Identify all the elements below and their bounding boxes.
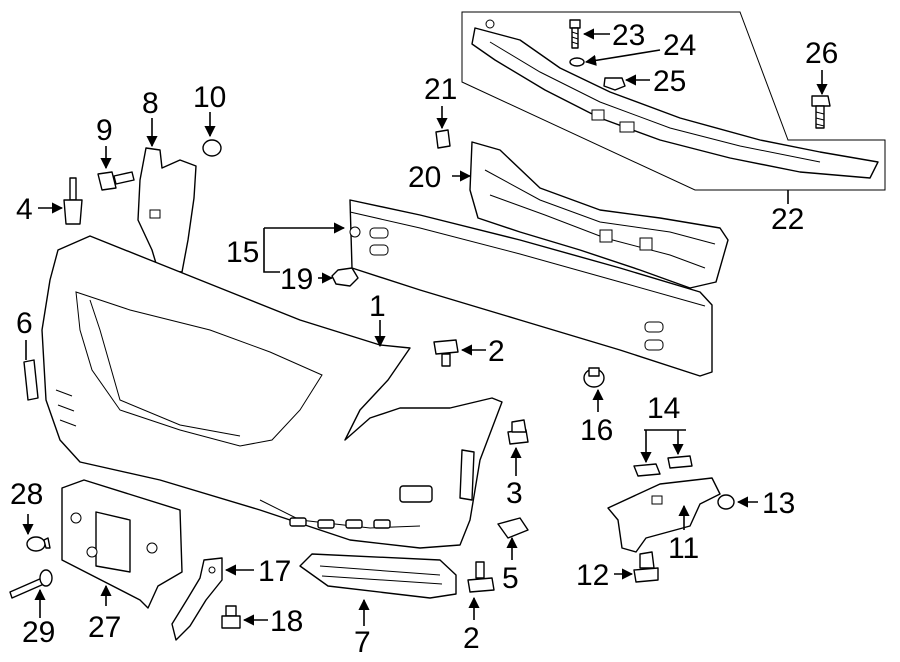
retainer-part-5 [497,517,529,539]
callout-29: 29 [22,616,55,649]
leader-15 [263,228,280,273]
bolt-part-23 [569,19,581,49]
callout-25: 25 [653,65,686,98]
impact-bar-part [349,199,713,377]
callout-11: 11 [668,532,699,565]
nut-part-10 [202,139,222,157]
callout-4: 4 [16,193,33,226]
clip-part-2-upper [433,339,459,367]
bolt-part-18 [221,605,241,629]
license-bracket-part [61,479,183,609]
screw-part-28 [26,536,51,552]
clip-part-13 [717,494,735,510]
callout-10: 10 [193,81,226,114]
callout-21: 21 [424,73,457,106]
callout-27: 27 [88,611,121,644]
bracket-part-6 [23,359,39,401]
grille-part-7 [299,553,457,599]
energy-absorber-part [469,141,729,289]
callout-20: 20 [408,161,441,194]
nut-part-19 [331,267,359,287]
callout-12: 12 [576,559,609,592]
callout-2a: 2 [488,335,505,368]
reinforcement-group-outline [461,11,886,191]
push-pin-part-4 [63,177,83,225]
callout-15: 15 [226,236,259,269]
callout-7: 7 [354,626,371,659]
nut-part-25 [603,77,626,91]
callout-26: 26 [805,37,838,70]
callout-17: 17 [258,555,291,588]
callout-16: 16 [580,414,613,447]
upper-reinforcement-part [471,19,879,179]
rivet-part-29 [9,569,53,599]
callout-24: 24 [663,29,696,62]
bumper-cover-part [41,235,503,549]
push-pin-part-3 [507,419,529,445]
callout-18: 18 [270,605,303,638]
bracket-part-11 [607,477,721,553]
callout-2b: 2 [463,622,480,655]
callout-1: 1 [369,290,386,323]
bracket-part-8 [137,147,197,273]
callout-3: 3 [506,477,523,510]
bolt-part-9 [97,171,135,191]
callout-28: 28 [10,478,43,511]
callout-19: 19 [280,263,313,296]
bolt-part-16 [583,367,605,388]
callout-8: 8 [142,87,159,120]
callout-5: 5 [502,562,519,595]
clip-part-21 [435,129,451,149]
bolt-part-26 [811,95,831,129]
clip-part-14a [633,463,661,477]
clip-part-14b [667,455,693,469]
callout-13: 13 [762,487,795,520]
callout-9: 9 [96,114,113,147]
leader-24 [584,49,661,66]
push-pin-part-12 [633,551,659,583]
callout-14: 14 [647,392,680,425]
washer-part-24 [569,57,585,67]
callout-22: 22 [771,203,804,236]
bracket-part-17 [171,557,223,641]
clip-part-2-lower [467,561,495,593]
callout-23: 23 [612,19,645,52]
callout-6: 6 [16,307,33,340]
